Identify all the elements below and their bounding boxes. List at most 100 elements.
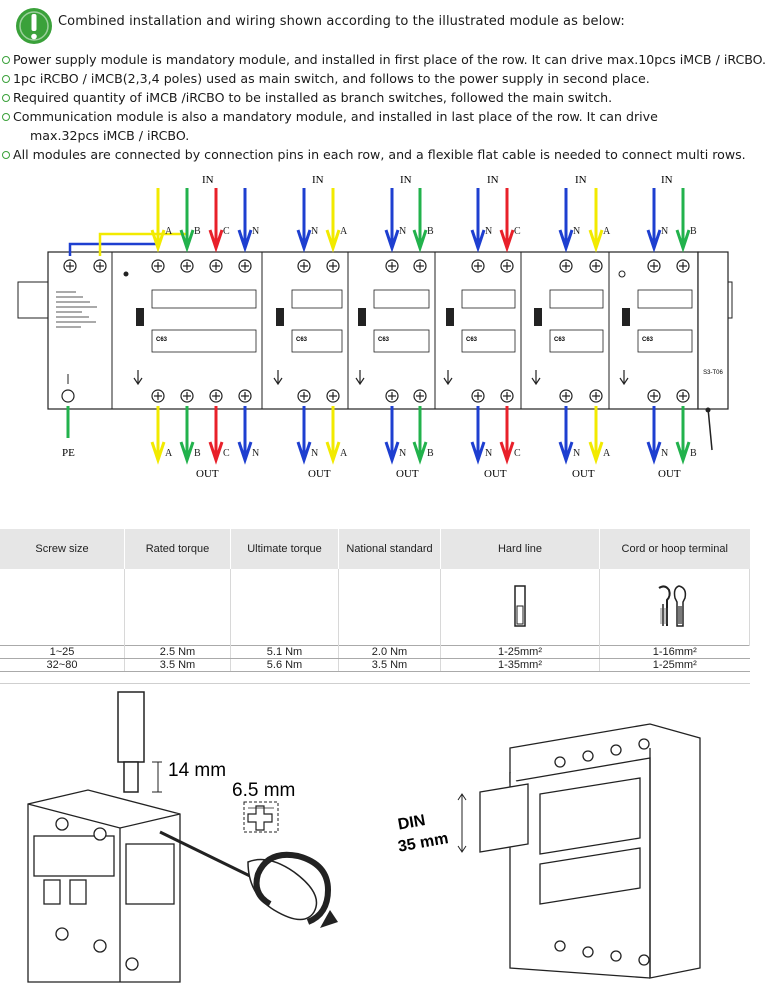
toggle-handle	[358, 308, 366, 326]
cell: 1-16mm²	[599, 645, 750, 659]
cell: 1-25mm²	[440, 645, 600, 659]
strip-length-label: 14 mm	[168, 760, 226, 781]
cell: 1~25	[0, 645, 125, 659]
screwdriver-size-label: 6.5 mm	[232, 780, 295, 801]
phase-label: C	[514, 448, 521, 459]
indicator-dot	[618, 270, 626, 278]
breaker-rating: C63	[296, 337, 308, 343]
feed-wire-blue	[68, 242, 158, 256]
breaker-label-area	[461, 329, 516, 353]
bullet-item: Communication module is also a mandatory…	[2, 107, 750, 126]
bullet-circle-icon	[2, 75, 10, 83]
phase-label: N	[573, 448, 580, 459]
toggle-handle	[276, 308, 284, 326]
out-label: OUT	[572, 468, 595, 480]
header-ultimate-torque: Ultimate torque	[230, 529, 339, 569]
in-arrow	[208, 229, 224, 253]
out-arrow	[150, 441, 166, 465]
installation-illustration: 14 mm 6.5 mm DIN	[27, 691, 701, 983]
section-divider	[0, 683, 750, 684]
header-cord-terminal: Cord or hoop terminal	[599, 529, 750, 569]
out-arrow	[384, 441, 400, 465]
breaker-label-area	[151, 329, 257, 353]
in-arrow	[296, 229, 312, 253]
out-arrow	[208, 441, 224, 465]
out-arrow	[412, 441, 428, 465]
out-label: OUT	[484, 468, 507, 480]
breaker-label-area	[637, 329, 693, 353]
in-arrow	[588, 229, 604, 253]
phase-label: B	[194, 226, 201, 237]
breaker-window	[151, 289, 257, 309]
screwdriver-drawing	[159, 830, 338, 928]
in-arrow	[470, 229, 486, 253]
in-arrow	[325, 229, 341, 253]
table-row: 32~80 3.5 Nm 5.6 Nm 3.5 Nm 1-35mm² 1-25m…	[0, 658, 750, 672]
breaker-drawing-right	[479, 723, 701, 979]
bullet-list: Power supply module is mandatory module,…	[2, 50, 766, 164]
table-header-row: Screw size Rated torque Ultimate torque …	[0, 529, 750, 569]
out-arrow	[499, 441, 515, 465]
in-arrow	[675, 229, 691, 253]
breaker-rating: C63	[466, 337, 478, 343]
breaker-rating: C63	[642, 337, 654, 343]
cell: 2.0 Nm	[338, 645, 441, 659]
in-arrow	[237, 229, 253, 253]
phase-label: A	[603, 226, 611, 237]
out-arrow	[470, 441, 486, 465]
in-arrow	[384, 229, 400, 253]
breaker-label-area	[291, 329, 343, 353]
cell: 5.1 Nm	[230, 645, 339, 659]
out-arrow	[296, 441, 312, 465]
phase-label: A	[340, 448, 348, 459]
header-hard-line: Hard line	[440, 529, 600, 569]
table-icon-row	[0, 569, 750, 646]
breaker-rating: C63	[554, 337, 566, 343]
cell: 3.5 Nm	[338, 658, 441, 672]
bullet-circle-icon	[2, 151, 10, 159]
bullet-text: All modules are connected by connection …	[13, 147, 746, 162]
spec-table: Screw size Rated torque Ultimate torque …	[0, 529, 750, 672]
bullet-circle-icon	[2, 94, 10, 102]
toggle-handle	[622, 308, 630, 326]
header-screw-size: Screw size	[0, 529, 125, 569]
breaker-window	[291, 289, 343, 309]
down-arrow	[619, 370, 629, 386]
bullet-text: Power supply module is mandatory module,…	[13, 52, 766, 67]
phase-label: C	[514, 226, 521, 237]
intro-text: Combined installation and wiring shown a…	[58, 14, 625, 29]
toggle-handle	[136, 308, 144, 326]
bullet-circle-icon	[2, 56, 10, 64]
breaker-window	[549, 289, 604, 309]
table-row: 1~25 2.5 Nm 5.1 Nm 2.0 Nm 1-25mm² 1-16mm…	[0, 645, 750, 659]
breaker-rating: C63	[156, 337, 168, 343]
out-label: OUT	[308, 468, 331, 480]
bullet-text: max.32pcs iMCB / iRCBO.	[30, 128, 190, 143]
wire-strip-drawing	[117, 691, 162, 793]
in-label: IN	[487, 174, 499, 186]
down-arrow	[133, 370, 143, 386]
phase-label: B	[427, 448, 434, 459]
bullet-text: Required quantity of iMCB /iRCBO to be i…	[13, 90, 613, 105]
out-label: OUT	[396, 468, 419, 480]
in-arrow	[150, 229, 166, 253]
bullet-item: Power supply module is mandatory module,…	[2, 50, 766, 69]
phase-label: N	[485, 448, 492, 459]
phase-label: N	[311, 448, 318, 459]
cell: 1-35mm²	[440, 658, 600, 672]
phase-label: N	[252, 226, 259, 237]
phase-label: N	[661, 226, 668, 237]
down-arrow	[273, 370, 283, 386]
out-arrow	[588, 441, 604, 465]
comm-label: S3-T06	[703, 370, 723, 376]
in-arrow	[499, 229, 515, 253]
bullet-text: 1pc iRCBO / iMCB(2,3,4 poles) used as ma…	[13, 71, 650, 86]
phase-label: N	[399, 448, 406, 459]
cell: 5.6 Nm	[230, 658, 339, 672]
phase-label: N	[485, 226, 492, 237]
phase-label: A	[165, 226, 173, 237]
breaker-window	[461, 289, 516, 309]
header-rated-torque: Rated torque	[124, 529, 231, 569]
bullet-circle-icon	[2, 113, 10, 121]
